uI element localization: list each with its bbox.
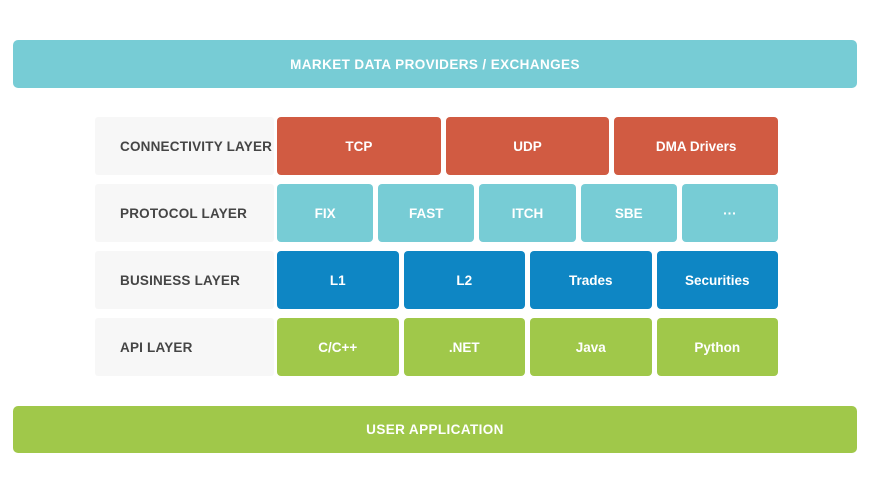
box-fix: FIX xyxy=(277,184,374,242)
protocol-layer-row: PROTOCOL LAYER FIX FAST ITCH SBE ··· xyxy=(95,184,779,242)
connectivity-layer-row: CONNECTIVITY LAYER TCP UDP DMA Drivers xyxy=(95,117,779,175)
protocol-layer-boxes: FIX FAST ITCH SBE ··· xyxy=(277,184,779,242)
user-application-bar: USER APPLICATION xyxy=(13,406,857,453)
box-fast: FAST xyxy=(378,184,475,242)
api-layer-row: API LAYER C/C++ .NET Java Python xyxy=(95,318,778,376)
box-tcp: TCP xyxy=(277,117,441,175)
box-dma-drivers: DMA Drivers xyxy=(614,117,779,175)
box-udp: UDP xyxy=(445,117,610,175)
connectivity-layer-boxes: TCP UDP DMA Drivers xyxy=(277,117,779,175)
business-layer-label: BUSINESS LAYER xyxy=(95,251,274,309)
business-layer-boxes: L1 L2 Trades Securities xyxy=(277,251,778,309)
architecture-diagram: CONNECTIVITY LAYER TCP UDP DMA Drivers P… xyxy=(95,117,779,385)
market-data-providers-bar: MARKET DATA PROVIDERS / EXCHANGES xyxy=(13,40,857,88)
box-trades: Trades xyxy=(530,251,652,309)
protocol-layer-label: PROTOCOL LAYER xyxy=(95,184,274,242)
box-ellipsis: ··· xyxy=(681,184,779,242)
box-l1: L1 xyxy=(277,251,399,309)
connectivity-layer-label: CONNECTIVITY LAYER xyxy=(95,117,274,175)
box-python: Python xyxy=(656,318,778,376)
api-layer-label: API LAYER xyxy=(95,318,274,376)
user-application-label: USER APPLICATION xyxy=(366,422,504,437)
box-java: Java xyxy=(530,318,652,376)
box-itch: ITCH xyxy=(479,184,576,242)
box-dotnet: .NET xyxy=(403,318,525,376)
box-l2: L2 xyxy=(403,251,525,309)
market-data-providers-label: MARKET DATA PROVIDERS / EXCHANGES xyxy=(290,56,580,72)
box-securities: Securities xyxy=(656,251,778,309)
box-c-cpp: C/C++ xyxy=(277,318,399,376)
business-layer-row: BUSINESS LAYER L1 L2 Trades Securities xyxy=(95,251,778,309)
api-layer-boxes: C/C++ .NET Java Python xyxy=(277,318,778,376)
box-sbe: SBE xyxy=(580,184,677,242)
